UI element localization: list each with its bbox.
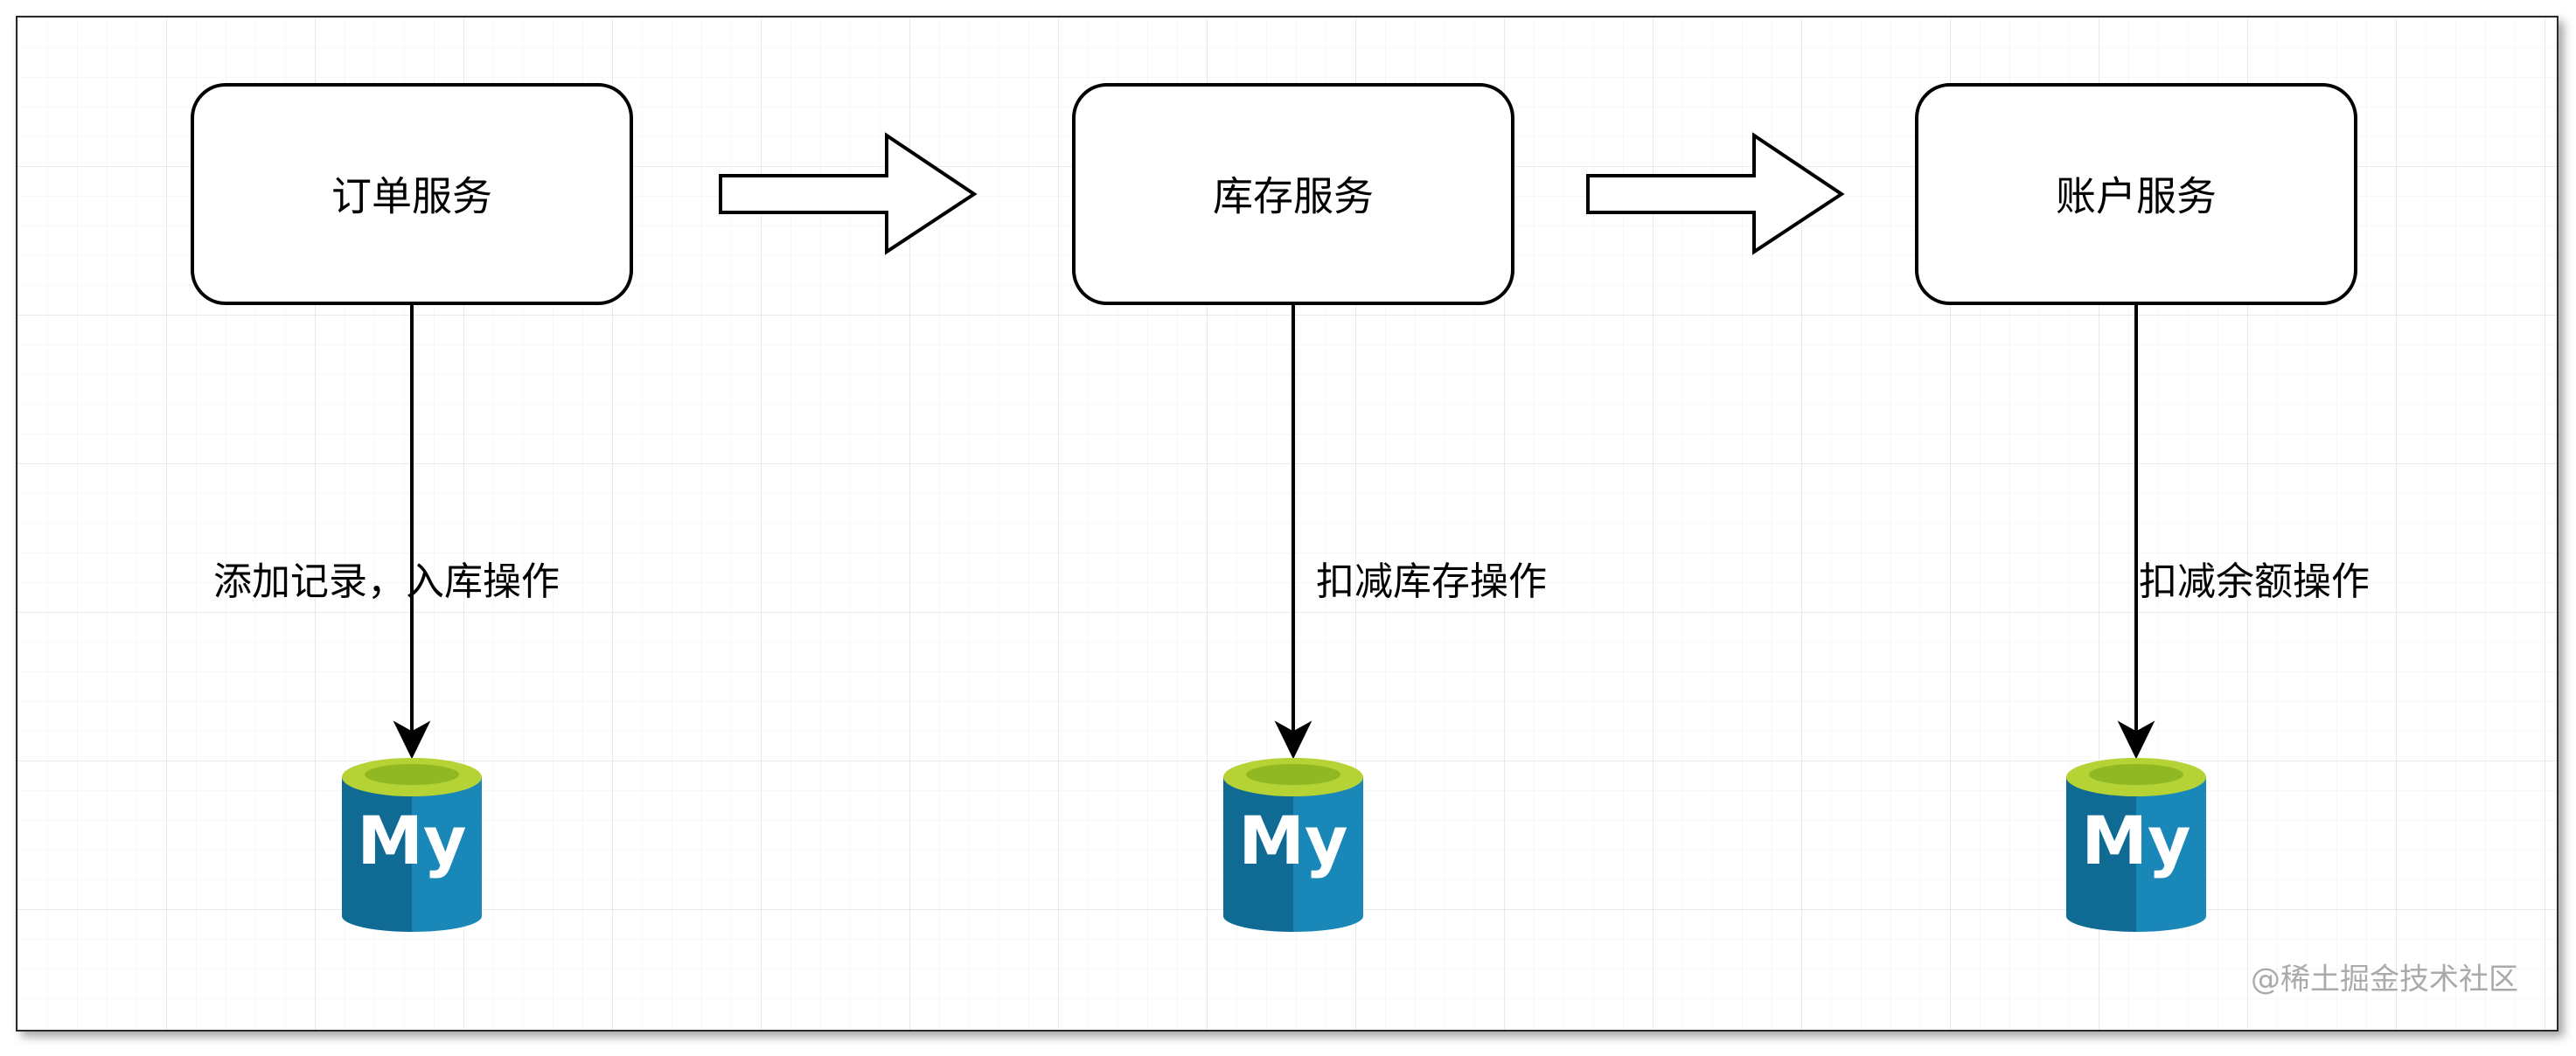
mysql-logo-text: My [1238, 802, 1347, 879]
operation-label-order: 添加记录，入库操作 [213, 559, 560, 604]
connector-order-db [393, 304, 431, 760]
service-box-account[interactable]: 账户服务 [1915, 83, 2357, 305]
service-box-order[interactable]: 订单服务 [191, 83, 633, 305]
service-name-order: 订单服务 [331, 173, 492, 220]
mysql-logo-text: My [357, 802, 466, 879]
mysql-database-icon[interactable]: My [342, 758, 482, 932]
mysql-database-icon[interactable]: My [1223, 758, 1363, 932]
connector-inventory-db [1274, 304, 1312, 760]
diagram-frame: 订单服务 库存服务 账户服务 添加记录，入库操作 扣减库存操作 扣减余额操作 M… [16, 16, 2559, 1032]
connector-account-db [2117, 304, 2155, 760]
watermark-text: @稀土掘金技术社区 [2251, 962, 2518, 997]
service-name-account: 账户服务 [2056, 173, 2217, 220]
operation-label-inventory: 扣减库存操作 [1316, 559, 1547, 604]
service-box-inventory[interactable]: 库存服务 [1072, 83, 1514, 305]
mysql-database-icon[interactable]: My [2066, 758, 2206, 932]
diagram-canvas: 订单服务 库存服务 账户服务 添加记录，入库操作 扣减库存操作 扣减余额操作 M… [17, 17, 2557, 1030]
operation-label-account: 扣减余额操作 [2139, 559, 2370, 604]
block-arrow-right-icon [719, 132, 978, 255]
service-name-inventory: 库存服务 [1213, 173, 1374, 220]
block-arrow-right-icon [1586, 132, 1845, 255]
mysql-logo-text: My [2081, 802, 2190, 879]
